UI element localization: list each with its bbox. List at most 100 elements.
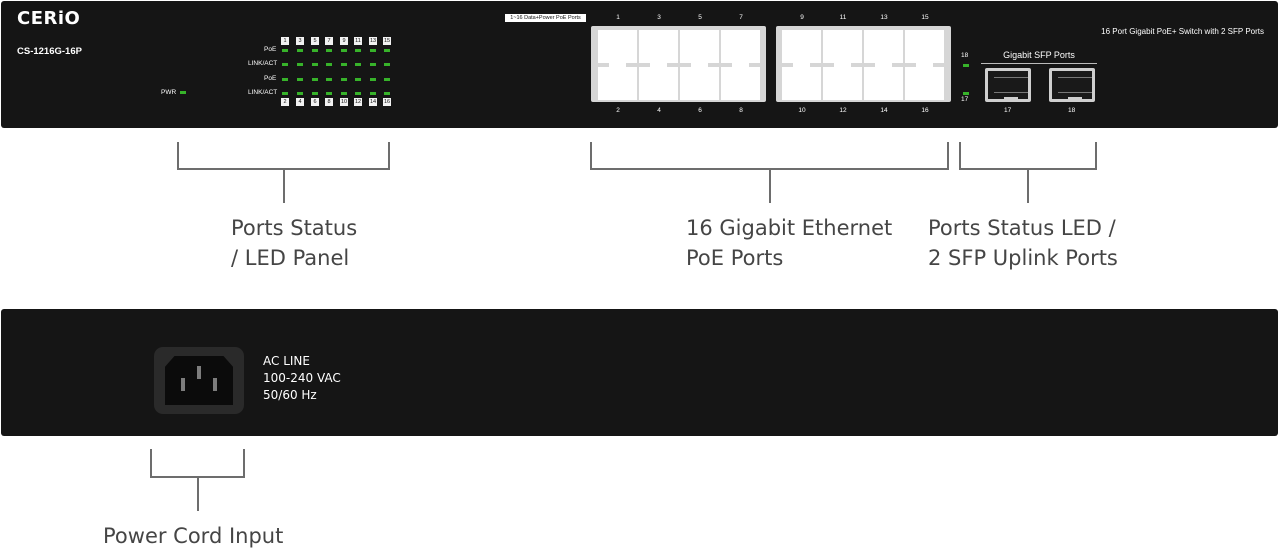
status-led: [384, 92, 390, 95]
rj45-port-1[interactable]: [598, 30, 637, 69]
ac-line-label: AC LINE: [263, 354, 310, 368]
caption-led-panel: Ports Status / LED Panel: [231, 216, 358, 270]
led-port-number: 13: [369, 37, 377, 45]
port-label: 12: [839, 107, 847, 114]
port-label: 14: [880, 107, 888, 114]
rj45-port-8[interactable]: [721, 61, 760, 100]
led-port-number: 3: [296, 37, 304, 45]
rj45-port-2[interactable]: [598, 61, 637, 100]
status-led: [326, 49, 332, 52]
sfp-divider: [981, 63, 1097, 64]
status-led: [355, 92, 361, 95]
status-led: [370, 63, 376, 66]
led-port-number: 11: [354, 37, 362, 45]
status-led: [312, 63, 318, 66]
status-led: [341, 92, 347, 95]
sfp-port-18[interactable]: [1049, 68, 1095, 102]
sfp-title: Gigabit SFP Ports: [1003, 50, 1075, 60]
rj45-port-12[interactable]: [823, 61, 862, 100]
sfp-port-17[interactable]: [985, 68, 1031, 102]
led-port-number: 16: [383, 98, 391, 106]
status-led: [341, 63, 347, 66]
led-row-label: PoE: [264, 75, 277, 82]
port-label: 15: [921, 14, 929, 21]
status-led: [355, 78, 361, 81]
status-led: [312, 78, 318, 81]
status-led: [384, 78, 390, 81]
caption-sfp: Ports Status LED / 2 SFP Uplink Ports: [928, 216, 1118, 270]
rj45-port-4[interactable]: [639, 61, 678, 100]
led-port-number: 6: [311, 98, 319, 106]
caption-ethernet: 16 Gigabit Ethernet PoE Ports: [686, 216, 893, 270]
led-port-number: 1: [281, 37, 289, 45]
status-led: [355, 63, 361, 66]
led-port-number: 10: [340, 98, 348, 106]
iec-socket-icon: [165, 356, 233, 405]
status-led: [326, 63, 332, 66]
led-row-label: LINK/ACT: [248, 60, 278, 67]
led-port-number: 7: [325, 37, 333, 45]
port-label: 5: [698, 14, 702, 21]
port-label: 16: [921, 107, 929, 114]
port-label: 4: [657, 107, 661, 114]
sfp-led-label-18: 18: [961, 52, 969, 59]
port-label: 1: [616, 14, 620, 21]
status-led: [312, 49, 318, 52]
bracket-sfp: [959, 142, 1097, 203]
status-led: [297, 92, 303, 95]
led-port-number: 4: [296, 98, 304, 106]
led-row-label: PoE: [264, 46, 277, 53]
rear-panel: AC LINE 100-240 VAC 50/60 Hz: [1, 309, 1278, 436]
status-led: [341, 49, 347, 52]
rj45-port-10[interactable]: [782, 61, 821, 100]
status-led: [370, 78, 376, 81]
status-led: [297, 78, 303, 81]
status-led: [341, 78, 347, 81]
led-port-number: 15: [383, 37, 391, 45]
port-label: 2: [616, 107, 620, 114]
port-label: 3: [657, 14, 661, 21]
status-led: [326, 92, 332, 95]
sfp-led-17: [963, 92, 969, 95]
brand-logo: CERiO: [17, 8, 81, 29]
led-port-number: 5: [311, 37, 319, 45]
status-led: [355, 49, 361, 52]
port-label: 13: [880, 14, 888, 21]
bracket-led-panel: [177, 142, 390, 203]
pwr-led: [180, 91, 186, 94]
ac-power-inlet[interactable]: [154, 347, 244, 414]
sfp-led-18: [963, 64, 969, 67]
caption-power: Power Cord Input: [103, 524, 284, 548]
led-row-label: LINK/ACT: [248, 89, 278, 96]
status-led: [384, 63, 390, 66]
pwr-label: PWR: [161, 89, 177, 96]
ac-voltage: 100-240 VAC: [263, 371, 341, 385]
port-label: 7: [739, 14, 743, 21]
sfp-port-label-17: 17: [1004, 107, 1012, 114]
model-name: CS-1216G-16P: [17, 46, 82, 57]
status-led: [370, 49, 376, 52]
port-label: 6: [698, 107, 702, 114]
poe-badge: 1~16 Data+Power PoE Ports: [505, 14, 586, 22]
rj45-port-16[interactable]: [905, 61, 944, 100]
port-label: 11: [839, 14, 847, 21]
status-led: [282, 92, 288, 95]
port-label: 10: [798, 107, 806, 114]
rj45-port-14[interactable]: [864, 61, 903, 100]
status-led: [282, 49, 288, 52]
led-port-number: 12: [354, 98, 362, 106]
status-led: [282, 63, 288, 66]
sfp-port-label-18: 18: [1068, 107, 1076, 114]
port-label: 9: [800, 14, 804, 21]
led-port-number: 8: [325, 98, 333, 106]
rj45-port-6[interactable]: [680, 61, 719, 100]
status-led: [297, 49, 303, 52]
ac-specs: AC LINE 100-240 VAC 50/60 Hz: [263, 353, 341, 404]
status-led: [282, 78, 288, 81]
front-panel: CERiO CS-1216G-16P 16 Port Gigabit PoE+ …: [1, 1, 1278, 128]
ac-frequency: 50/60 Hz: [263, 388, 317, 402]
status-led: [326, 78, 332, 81]
led-port-number: 2: [281, 98, 289, 106]
product-description: 16 Port Gigabit PoE+ Switch with 2 SFP P…: [1101, 27, 1264, 36]
